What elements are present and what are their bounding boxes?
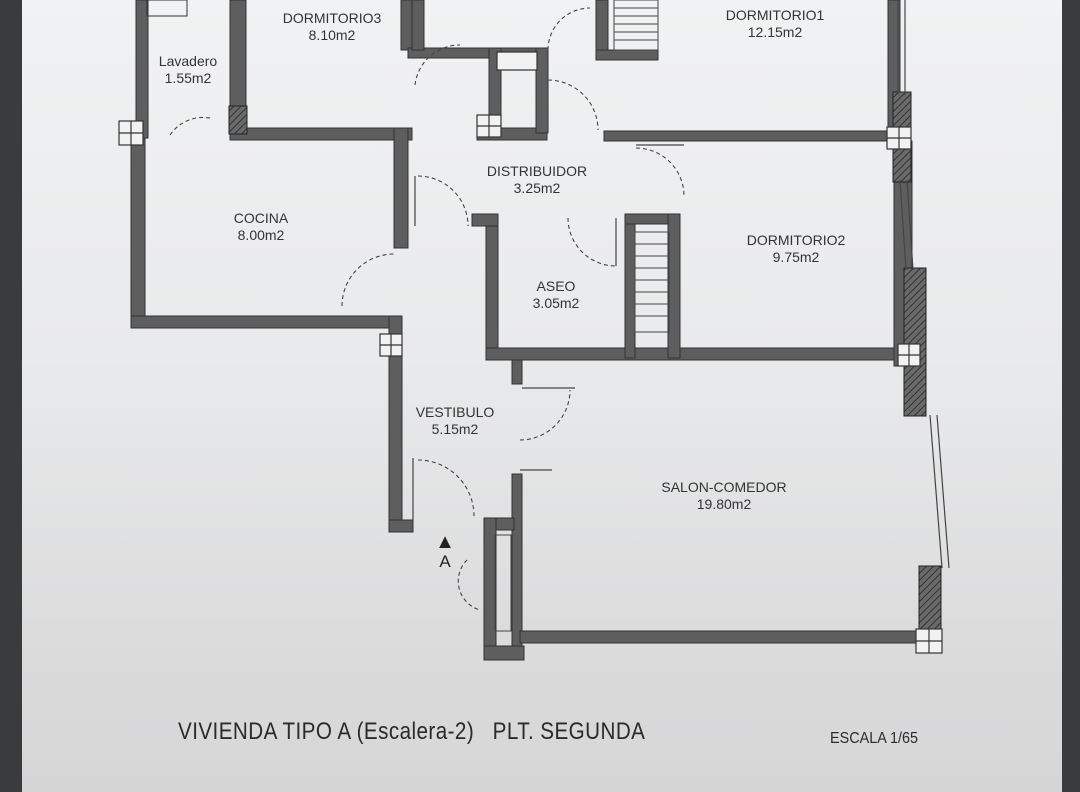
room-dormitorio1: DORMITORIO1 12.15m2 — [726, 7, 825, 41]
room-area: 1.55m2 — [164, 70, 212, 86]
room-name: DORMITORIO3 — [282, 10, 382, 26]
door-swings — [169, 7, 685, 611]
room-name: DORMITORIO2 — [746, 232, 846, 248]
section-marker: ▲ A — [434, 532, 456, 572]
room-distribuidor: DISTRIBUIDOR 3.25m2 — [487, 163, 587, 197]
walls — [130, 0, 921, 661]
room-area: 8.00m2 — [237, 227, 285, 243]
door-leaves — [412, 82, 684, 520]
room-area: 3.05m2 — [532, 295, 580, 311]
room-name: SALON-COMEDOR — [661, 479, 787, 495]
room-dormitorio2: DORMITORIO2 9.75m2 — [747, 232, 846, 266]
structural-pillars — [118, 51, 943, 654]
room-name: ASEO — [536, 278, 576, 294]
room-vestibulo: VESTIBULO 5.15m2 — [416, 404, 495, 438]
room-name: DISTRIBUIDOR — [486, 163, 588, 179]
room-name: DORMITORIO1 — [725, 7, 825, 23]
room-dormitorio3: DORMITORIO3 8.10m2 — [283, 10, 382, 44]
room-lavadero: Lavadero 1.55m2 — [159, 53, 217, 87]
room-area: 12.15m2 — [747, 24, 803, 40]
room-name: VESTIBULO — [415, 404, 495, 420]
section-marker-label: A — [439, 552, 451, 571]
plan-title: VIVIENDA TIPO A (Escalera-2) PLT. SEGUND… — [178, 718, 646, 745]
stairs — [494, 0, 670, 632]
outer-window-lines — [897, 0, 950, 569]
plan-scale: ESCALA 1/65 — [830, 730, 919, 747]
room-area: 9.75m2 — [772, 249, 820, 265]
room-area: 8.10m2 — [308, 27, 356, 43]
room-name: Lavadero — [158, 53, 218, 69]
room-aseo: ASEO 3.05m2 — [533, 278, 580, 312]
hatched-columns — [228, 91, 942, 635]
room-name: COCINA — [233, 210, 289, 226]
room-salon-comedor: SALON-COMEDOR 19.80m2 — [661, 479, 786, 513]
arrow-up-icon: ▲ — [435, 531, 455, 553]
room-area: 19.80m2 — [696, 496, 752, 512]
room-cocina: COCINA 8.00m2 — [234, 210, 288, 244]
room-area: 3.25m2 — [513, 180, 561, 196]
room-area: 5.15m2 — [431, 421, 479, 437]
